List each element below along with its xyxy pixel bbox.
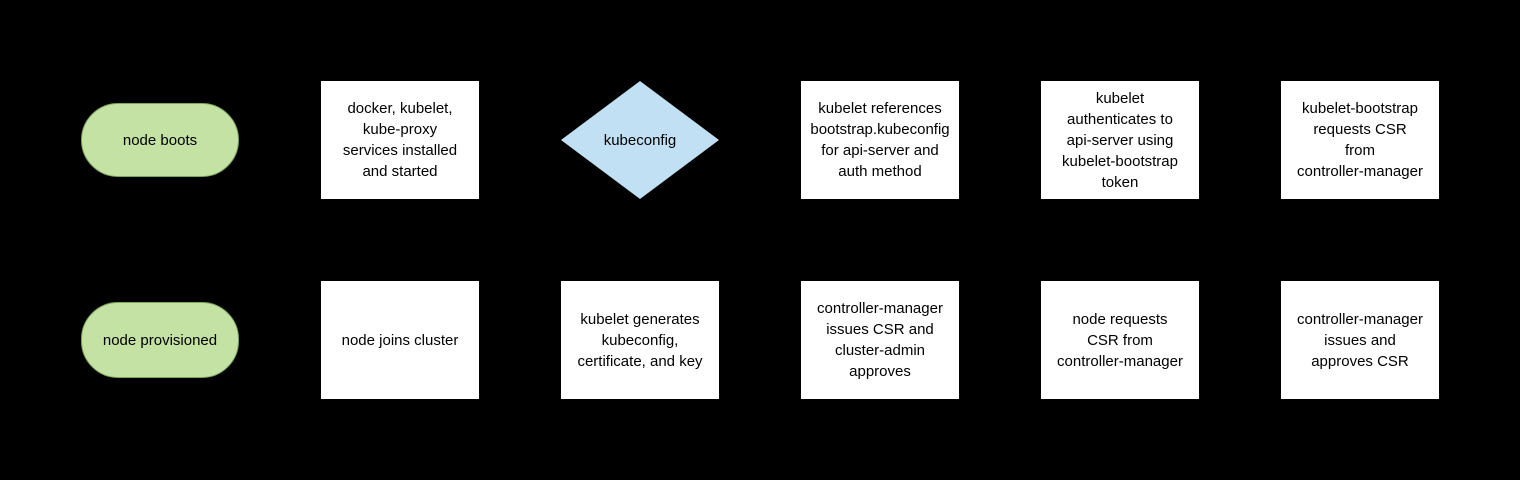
process-node-requests-csr-label: node requests CSR from controller-manage… xyxy=(1057,310,1183,370)
terminator-node-boots: node boots xyxy=(81,103,239,177)
process-node-joins-cluster-label: node joins cluster xyxy=(341,331,459,349)
process-kubelet-references-bootstrap-kubeconfig-label: kubelet references bootstrap.kubeconfig … xyxy=(810,100,950,180)
process-controller-manager-approves-csr-label: controller-manager issues and approves C… xyxy=(1297,310,1423,370)
process-kubelet-authenticates-label: kubelet authenticates to api-server usin… xyxy=(1062,89,1178,191)
process-controller-manager-approves-csr: controller-manager issues and approves C… xyxy=(1281,281,1439,399)
process-kubelet-generates-kubeconfig-label: kubelet generates kubeconfig, certificat… xyxy=(577,310,703,370)
decision-kubeconfig-label: kubeconfig xyxy=(603,131,677,149)
terminator-node-boots-label: node boots xyxy=(122,131,198,149)
process-kubelet-authenticates: kubelet authenticates to api-server usin… xyxy=(1041,81,1199,199)
process-node-requests-csr: node requests CSR from controller-manage… xyxy=(1041,281,1199,399)
terminator-node-provisioned: node provisioned xyxy=(81,302,239,378)
process-kubelet-references-bootstrap-kubeconfig: kubelet references bootstrap.kubeconfig … xyxy=(801,81,959,199)
process-node-joins-cluster: node joins cluster xyxy=(321,281,479,399)
process-controller-manager-issues-csr-cluster-admin: controller-manager issues CSR and cluste… xyxy=(801,281,959,399)
process-kubelet-bootstrap-requests-csr: kubelet-bootstrap requests CSR from cont… xyxy=(1281,81,1439,199)
process-controller-manager-issues-csr-cluster-admin-label: controller-manager issues CSR and cluste… xyxy=(817,300,943,380)
process-kubelet-generates-kubeconfig: kubelet generates kubeconfig, certificat… xyxy=(561,281,719,399)
process-kubelet-bootstrap-requests-csr-label: kubelet-bootstrap requests CSR from cont… xyxy=(1297,100,1423,180)
process-services-installed: docker, kubelet, kube-proxy services ins… xyxy=(321,81,479,199)
process-services-installed-label: docker, kubelet, kube-proxy services ins… xyxy=(342,100,458,180)
decision-kubeconfig: kubeconfig xyxy=(561,81,719,199)
terminator-node-provisioned-label: node provisioned xyxy=(102,331,218,349)
